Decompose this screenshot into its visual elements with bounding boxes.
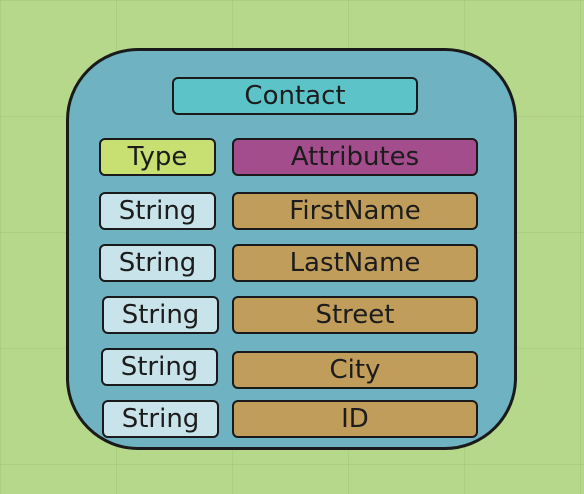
row-4-attribute: City xyxy=(232,351,478,389)
row-2-attribute: LastName xyxy=(232,244,478,282)
row-2-type: String xyxy=(99,244,216,282)
row-1-attribute: FirstName xyxy=(232,192,478,230)
row-5-type: String xyxy=(102,400,219,438)
attributes-column-header: Attributes xyxy=(232,138,478,176)
row-5-attribute: ID xyxy=(232,400,478,438)
row-3-attribute: Street xyxy=(232,296,478,334)
entity-title: Contact xyxy=(172,77,418,115)
type-column-header: Type xyxy=(99,138,216,176)
row-1-type: String xyxy=(99,192,216,230)
row-4-type: String xyxy=(101,348,218,386)
row-3-type: String xyxy=(102,296,219,334)
